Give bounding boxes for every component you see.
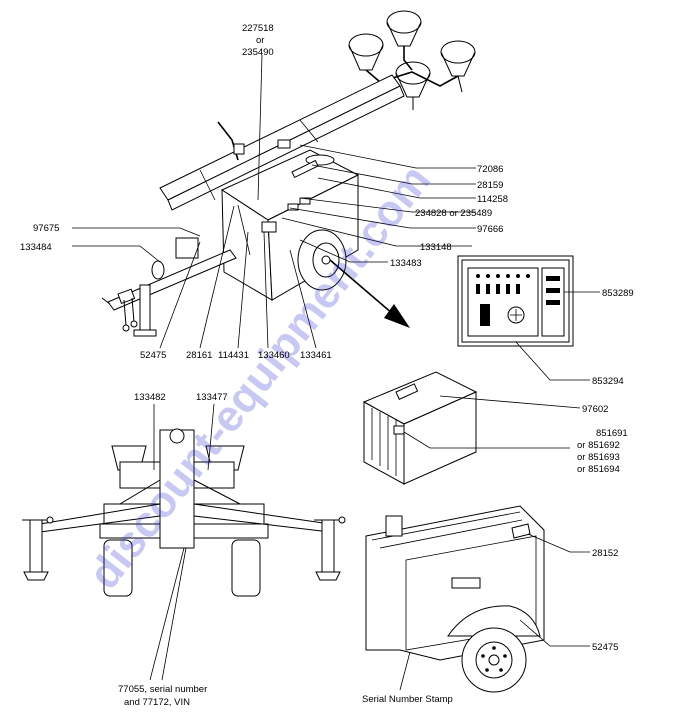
arrow-to-panel	[329, 259, 401, 321]
label-133477: 133477	[196, 392, 228, 403]
label-133461: 133461	[300, 350, 332, 361]
label-234828: 234828 or 235489	[415, 208, 492, 219]
trailer-rear-view	[22, 403, 346, 681]
label-235490: 235490	[242, 47, 274, 58]
part-labels: 227518 or 235490 72086 28159 114258 2348…	[20, 23, 634, 708]
label-77172-vin: and 77172, VIN	[124, 697, 190, 708]
label-851691: 851691	[596, 428, 628, 439]
label-serial-number-stamp: Serial Number Stamp	[362, 694, 453, 705]
label-114258: 114258	[477, 194, 508, 205]
label-97675: 97675	[33, 223, 59, 234]
label-28159: 28159	[477, 180, 503, 191]
mast	[159, 74, 405, 211]
label-28161: 28161	[186, 350, 212, 361]
enclosure-box-drawing	[362, 371, 581, 485]
label-851694: or 851694	[577, 464, 620, 475]
label-853289: 853289	[602, 288, 634, 299]
label-28152: 28152	[592, 548, 618, 559]
label-72086: 72086	[477, 164, 503, 175]
label-114431: 114431	[218, 350, 249, 361]
label-133482: 133482	[134, 392, 166, 403]
label-851693: or 851693	[577, 452, 620, 463]
light-tower-trailer-drawing	[101, 10, 574, 347]
label-851692: or 851692	[577, 440, 620, 451]
label-133148: 133148	[420, 242, 452, 253]
label-227518: 227518	[242, 23, 274, 34]
trailer-wheel	[297, 229, 347, 291]
label-133483: 133483	[390, 258, 422, 269]
label-133484: 133484	[20, 242, 52, 253]
control-panel-inset	[457, 255, 574, 347]
lamp-heads	[348, 10, 476, 110]
label-77055: 77055, serial number	[118, 684, 207, 695]
rear-jack-stands	[22, 516, 346, 581]
leader-lines-top	[72, 54, 600, 381]
label-52475-top: 52475	[140, 350, 166, 361]
arrow-head-icon	[384, 304, 410, 328]
label-133460: 133460	[258, 350, 290, 361]
label-52475-bottom: 52475	[592, 642, 618, 653]
label-or: or	[256, 35, 264, 46]
enclosure-side-detail	[365, 505, 590, 693]
label-97666: 97666	[477, 224, 503, 235]
label-97602: 97602	[582, 404, 608, 415]
trailer-tongue	[101, 237, 237, 337]
label-853294: 853294	[592, 376, 624, 387]
